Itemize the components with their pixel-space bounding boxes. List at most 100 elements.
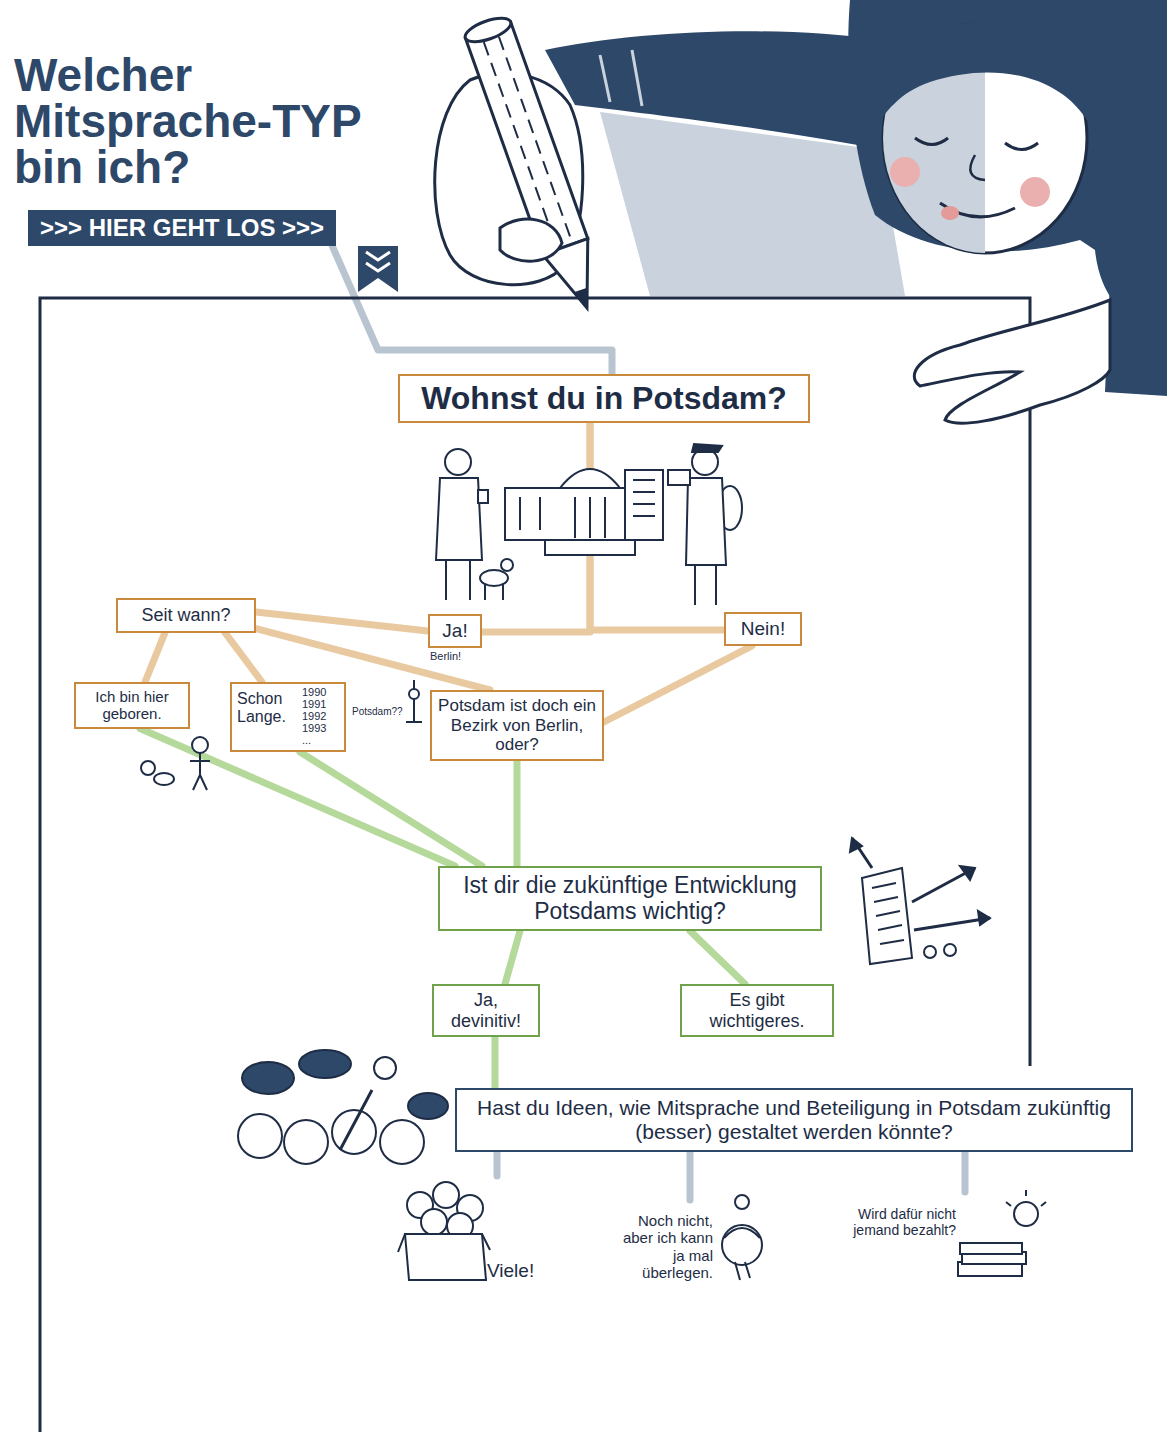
question-box: Hast du Ideen, wie Mitsprache und Beteil…: [455, 1088, 1133, 1152]
potsdam-scene: [695, 565, 716, 605]
answer-box: Potsdam ist doch ein Bezirk von Berlin, …: [430, 690, 604, 761]
potsdam-scene: [668, 470, 690, 485]
node-text: Ja!: [434, 620, 476, 642]
pencil: [574, 288, 594, 311]
answer-text: Wird dafür nicht jemand bezahlt?: [822, 1192, 1044, 1242]
people-heads: [242, 1062, 294, 1094]
flow-connector: [494, 1152, 501, 1176]
people-heads: [284, 1120, 328, 1164]
potsdam-scene: [692, 444, 722, 452]
potsdam-scene: [633, 480, 655, 516]
child-figures: [141, 761, 155, 775]
year-label: 1992: [302, 710, 326, 722]
woman-head: [1020, 177, 1050, 207]
money-papers: [1006, 1190, 1046, 1206]
potsdam-scene: [520, 497, 605, 538]
money-papers: [960, 1243, 1022, 1254]
node-text: Es gibt wichtigeres.: [687, 990, 827, 1031]
people-heads: [332, 1110, 376, 1154]
child-figures: [192, 737, 208, 753]
tv-tower: [409, 689, 419, 699]
start-pennant: [358, 246, 398, 292]
node-text: Wohnst du in Potsdam?: [412, 380, 796, 417]
woman-head: [941, 206, 959, 220]
sleeve: [545, 31, 885, 150]
answer-box: Ja!: [428, 614, 482, 648]
node-text: Wird dafür nicht jemand bezahlt?: [826, 1206, 956, 1238]
people-heads: [238, 1114, 282, 1158]
idea-box: [421, 1209, 447, 1235]
potsdam-scene: [436, 478, 482, 560]
idea-box: [398, 1234, 490, 1252]
year-label: 1991: [302, 698, 326, 710]
idea-box: [405, 1234, 486, 1280]
people-heads: [408, 1093, 448, 1119]
flow-connector: [300, 752, 482, 866]
woman-head: [870, 20, 1093, 135]
potsdam-scene: [436, 444, 742, 605]
answer-box: Schon Lange.: [230, 682, 346, 752]
potsdam-scene: [501, 559, 513, 571]
growth-building: [862, 868, 912, 964]
money-papers: [958, 1190, 1046, 1276]
flow-connector: [962, 1152, 969, 1192]
flow-connector: [604, 646, 752, 722]
pencil: [484, 37, 571, 245]
year-label: 1990: [302, 686, 326, 698]
potsdam-scene: [480, 570, 508, 586]
potsdam-scene: [446, 560, 470, 600]
potsdam-scene: [625, 470, 663, 540]
pencil: [462, 13, 609, 315]
child-figures: [141, 737, 210, 790]
place-label: Potsdam??: [352, 706, 403, 717]
potsdam-scene: [686, 478, 726, 565]
paper-frame: [40, 298, 1030, 1432]
flow-connector: [225, 633, 262, 682]
node-text: Potsdam ist doch ein Bezirk von Berlin, …: [438, 696, 596, 755]
growth-building: [850, 838, 862, 852]
holding-hand: [914, 268, 1167, 423]
node-text: >>> HIER GEHT LOS >>>: [40, 214, 324, 242]
flow-connector: [690, 931, 745, 984]
node-text: Seit wann?: [124, 605, 248, 626]
answer-box: Ja, devinitiv!: [432, 984, 540, 1037]
potsdam-scene: [485, 584, 503, 600]
idea-box: [398, 1182, 490, 1280]
node-text: Nein!: [730, 618, 796, 640]
year-label: ...: [302, 734, 311, 746]
answer-text: Noch nicht, aber ich kann ja mal überleg…: [605, 1200, 775, 1285]
growth-building: [960, 866, 975, 880]
people-heads: [340, 1090, 372, 1150]
drawing-hand: [435, 13, 610, 315]
growth-building: [924, 946, 936, 958]
thinking-person: [722, 1225, 762, 1265]
question-box: Ist dir die zukünftige Entwicklung Potsd…: [438, 866, 822, 931]
diagram-title: Welcher Mitsprache-TYP bin ich?: [14, 52, 414, 190]
people-heads: [299, 1050, 351, 1078]
question-box: Wohnst du in Potsdam?: [398, 374, 810, 423]
flow-connector: [492, 1037, 499, 1088]
sleeve: [600, 50, 642, 106]
start-banner: >>> HIER GEHT LOS >>>: [28, 210, 336, 246]
thinking-person: [735, 1195, 749, 1209]
woman-head: [848, 0, 1167, 322]
growth-building: [850, 838, 990, 964]
flow-connector: [505, 931, 520, 984]
child-figures: [154, 773, 174, 785]
thinking-person: [722, 1195, 762, 1280]
woman-head: [915, 138, 1038, 150]
node-text: Hast du Ideen, wie Mitsprache und Beteil…: [469, 1096, 1119, 1144]
woman-head: [890, 157, 920, 187]
potsdam-scene: [478, 490, 488, 503]
flow-connector: [687, 1152, 694, 1200]
answer-text: Viele!: [395, 1176, 560, 1286]
tv-tower: [406, 680, 422, 722]
potsdam-scene: [545, 540, 635, 555]
woman-head: [970, 155, 985, 180]
node-text: Viele!: [487, 1260, 556, 1282]
sleeve: [545, 31, 885, 150]
holding-hand: [1105, 268, 1167, 396]
growth-building: [978, 911, 990, 925]
idea-box: [433, 1182, 459, 1208]
